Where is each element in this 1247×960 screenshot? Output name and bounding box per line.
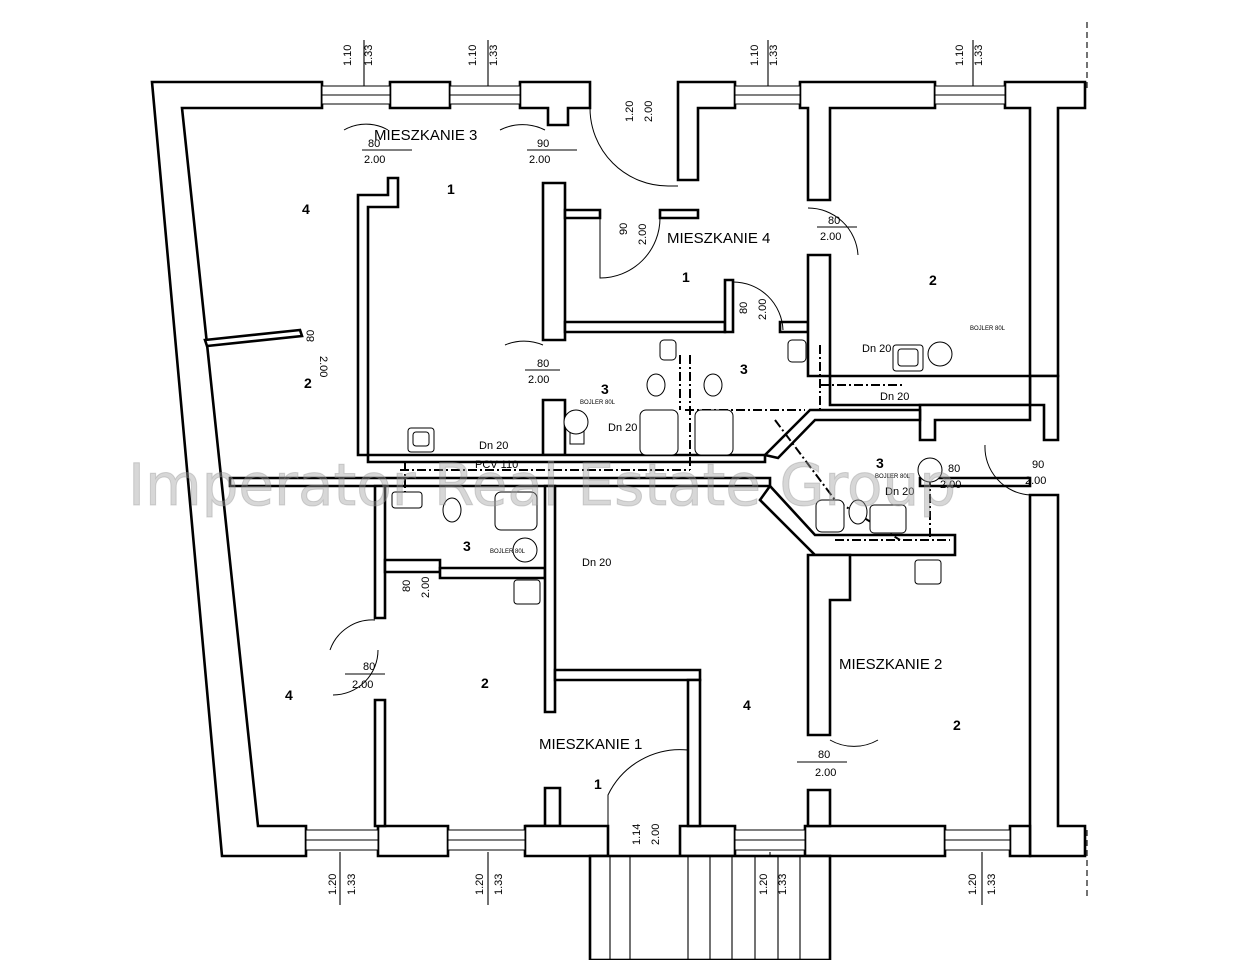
door-dim-5-w: 80 (738, 302, 750, 314)
boiler-label-1: BOJLER 80L (970, 326, 1006, 332)
pipe-label-dn-a: Dn 20 (862, 343, 891, 355)
room-number-m4-1: 1 (682, 269, 690, 285)
door-dim-12-h: 2.00 (940, 479, 961, 491)
door-dim-9-h: 2.00 (420, 577, 432, 598)
window-dim-top-c-h: 1.33 (768, 45, 780, 66)
door-dim-6-w: 80 (537, 358, 549, 370)
door-dim-3-w: 90 (618, 223, 630, 235)
room-number-m1-3: 3 (463, 538, 471, 554)
pipe-label-dn-b: Dn 20 (880, 391, 909, 403)
stair (588, 854, 832, 960)
window-dim-bot-c-h: 1.33 (777, 874, 789, 895)
room-number-m2-3: 3 (876, 455, 884, 471)
room-numbers: 4 1 2 3 1 2 3 3 2 4 4 2 3 1 (285, 181, 961, 792)
interior-walls (203, 176, 1032, 828)
door-dim-5-h: 2.00 (757, 299, 769, 320)
door-dim-6-h: 2.00 (528, 374, 549, 386)
room-number-m1-4: 4 (285, 687, 293, 703)
door-dim-4-h: 2.00 (820, 231, 841, 243)
door-dim-9-w: 80 (401, 580, 413, 592)
apartment-label-2: MIESZKANIE 2 (839, 656, 942, 673)
door-dim-4-w: 80 (828, 215, 840, 227)
pipe-labels: Dn 20 Dn 20 Dn 20 Dn 20 Dn 20 Dn 20 PCV … (475, 326, 1006, 569)
room-number-m1-1: 1 (594, 776, 602, 792)
room-number-m4-3: 3 (740, 361, 748, 377)
pipe-label-dn-c: Dn 20 (608, 422, 637, 434)
room-number-m3-4: 4 (302, 201, 310, 217)
door-dim-7-h: 2.00 (317, 356, 329, 377)
pipes (400, 345, 950, 570)
door-dimensions: 80 2.00 90 2.00 90 2.00 80 2.00 80 2.00 … (305, 138, 1046, 779)
window-dimensions: 1.10 1.33 1.10 1.33 1.10 1.33 1.10 1.33 … (327, 45, 998, 895)
door-dim-3-h: 2.00 (637, 224, 649, 245)
door-dim-1-h: 2.00 (364, 154, 385, 166)
window-dim-bot-d-w: 1.20 (967, 874, 979, 895)
outer-walls (150, 80, 1087, 858)
window-dim-bot-a-h: 1.33 (346, 874, 358, 895)
room-number-m2-2: 2 (953, 717, 961, 733)
door-dim-10-w: 80 (363, 661, 375, 673)
window-dim-bot-d-h: 1.33 (986, 874, 998, 895)
door-dim-12-w: 80 (948, 463, 960, 475)
window-dim-top-a-w: 1.10 (342, 45, 354, 66)
window-dim-stair-w: 1.14 (631, 824, 643, 845)
window-dim-top-d-w: 1.10 (954, 45, 966, 66)
door-dim-10-h: 2.00 (352, 679, 373, 691)
window-dim-top-d-h: 1.33 (973, 45, 985, 66)
watermark: Imperator Real Estate Group (128, 451, 956, 519)
pipe-label-pcv: PCV 110 (475, 459, 518, 471)
pipe-label-dn-d: Dn 20 (479, 440, 508, 452)
apartment-label-3: MIESZKANIE 3 (374, 127, 477, 144)
window-dim-bot-b-w: 1.20 (474, 874, 486, 895)
door-dim-7-w: 80 (305, 330, 317, 342)
window-dim-bot-b-h: 1.33 (493, 874, 505, 895)
window-dim-stair-h: 2.00 (650, 824, 662, 845)
window-dim-bot-c-w: 1.20 (758, 874, 770, 895)
apartment-label-4: MIESZKANIE 4 (667, 230, 770, 247)
apartment-label-1: MIESZKANIE 1 (539, 736, 642, 753)
room-number-m3-3: 3 (601, 381, 609, 397)
door-swings (329, 107, 1031, 826)
windows (305, 85, 1011, 851)
room-number-m1-2: 2 (481, 675, 489, 691)
door-dim-1-w: 80 (368, 138, 380, 150)
fixtures (391, 339, 953, 605)
door-dim-2-w: 90 (537, 138, 549, 150)
door-dim-11-w: 80 (818, 749, 830, 761)
window-dim-bot-a-w: 1.20 (327, 874, 339, 895)
boiler-label-3: BOJLER 80L (875, 474, 911, 480)
door-dim-8-w: 90 (1032, 459, 1044, 471)
window-dim-top-b-h: 1.33 (488, 45, 500, 66)
door-dim-8-h: 2.00 (1025, 475, 1046, 487)
window-dim-top-c-w: 1.10 (749, 45, 761, 66)
apartment-labels: MIESZKANIE 3 MIESZKANIE 4 MIESZKANIE 2 M… (374, 127, 942, 753)
boiler-label-4: BOJLER 80L (490, 549, 526, 555)
window-dim-entry-w: 1.20 (624, 101, 636, 122)
room-number-m3-2: 2 (304, 375, 312, 391)
door-dim-11-h: 2.00 (815, 767, 836, 779)
window-dim-entry-h: 2.00 (643, 101, 655, 122)
window-dim-top-b-w: 1.10 (467, 45, 479, 66)
pipe-label-dn-e: Dn 20 (885, 486, 914, 498)
room-number-m3-1: 1 (447, 181, 455, 197)
dimension-guides (339, 22, 1088, 905)
boiler-label-2: BOJLER 80L (580, 400, 616, 406)
room-number-m2-4: 4 (743, 697, 751, 713)
room-number-m4-2: 2 (929, 272, 937, 288)
window-dim-top-a-h: 1.33 (363, 45, 375, 66)
door-dim-2-h: 2.00 (529, 154, 550, 166)
pipe-label-dn-f: Dn 20 (582, 557, 611, 569)
